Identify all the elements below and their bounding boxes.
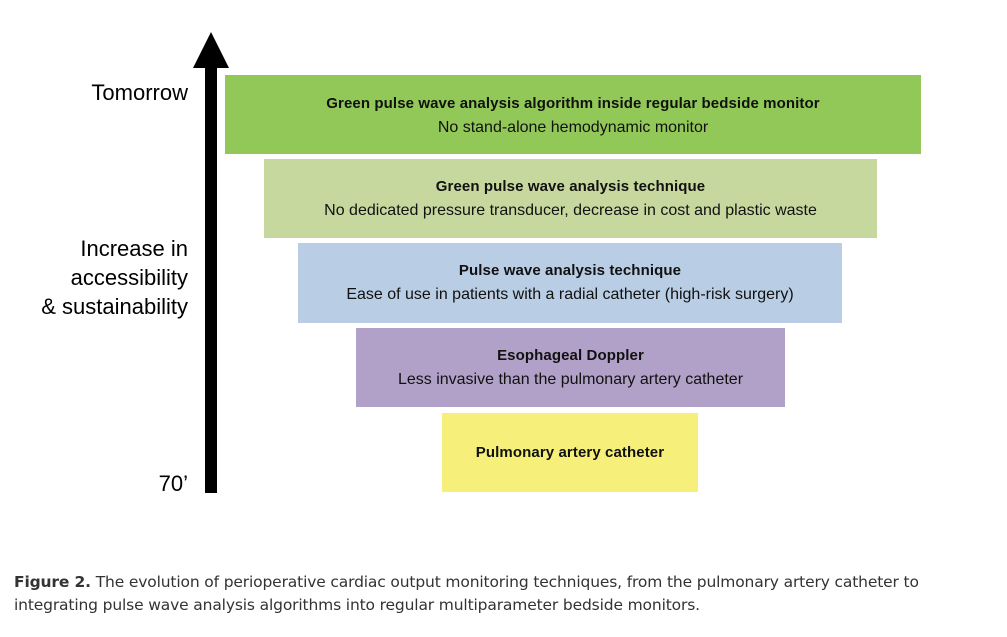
stage-description: No stand-alone hemodynamic monitor: [437, 118, 709, 136]
caption-text: The evolution of perioperative cardiac o…: [14, 573, 919, 614]
axis-label-increase: Increase in accessibility & sustainabili…: [41, 234, 188, 321]
stage-description: Ease of use in patients with a radial ca…: [346, 286, 794, 303]
axis-label-line: Increase in: [80, 236, 188, 261]
stage-esophageal-doppler: Esophageal Doppler Less invasive than th…: [356, 328, 785, 407]
caption-label: Figure 2.: [14, 573, 91, 591]
axis-label-line: accessibility: [70, 265, 188, 290]
axis-label-70s: 70’: [158, 471, 188, 496]
stage-title: Esophageal Doppler: [497, 346, 644, 364]
stage-pulse-wave-technique: Pulse wave analysis technique Ease of us…: [298, 243, 842, 323]
stage-title: Green pulse wave analysis algorithm insi…: [326, 94, 820, 112]
stage-green-algorithm-bedside: Green pulse wave analysis algorithm insi…: [225, 75, 921, 154]
stage-title: Green pulse wave analysis technique: [435, 177, 706, 195]
stage-title: Pulse wave analysis technique: [458, 262, 682, 279]
stage-pulmonary-artery-catheter: Pulmonary artery catheter: [442, 413, 698, 492]
arrow-up-icon: [193, 32, 229, 493]
axis-label-line: & sustainability: [41, 294, 188, 319]
figure-caption: Figure 2. The evolution of perioperative…: [14, 571, 1004, 617]
stage-description: No dedicated pressure transducer, decrea…: [324, 201, 817, 219]
arrow-shaft: [205, 66, 217, 493]
arrow-head: [193, 32, 229, 68]
stage-green-pulse-wave-technique: Green pulse wave analysis technique No d…: [264, 159, 877, 238]
stage-description: Less invasive than the pulmonary artery …: [397, 370, 744, 388]
stage-title: Pulmonary artery catheter: [475, 443, 665, 461]
axis-label-tomorrow: Tomorrow: [91, 80, 188, 105]
